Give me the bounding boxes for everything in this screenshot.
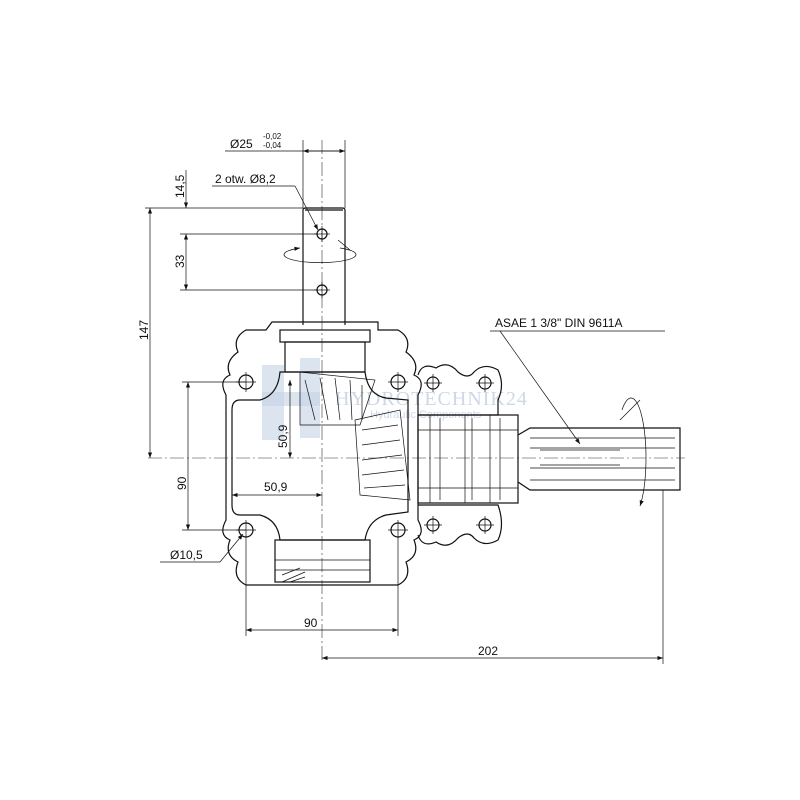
output-shaft [517, 397, 681, 507]
dim-50-9-horizontal-label: 50,9 [264, 480, 288, 494]
dim-33-label: 33 [173, 254, 187, 268]
watermark-logo: HYDROTECHNIK24 Hydraulic Components [262, 358, 528, 440]
shaft-tolerance-upper: -0,02 [263, 132, 282, 141]
dim-50-9-vertical-label: 50,9 [276, 424, 290, 448]
dimensions [145, 140, 665, 664]
shaft-tolerance-lower: -0,04 [263, 141, 282, 150]
output-housing [417, 364, 519, 546]
shaft-diameter-label: Ø25 [230, 137, 253, 151]
svg-text:HYDROTECHNIK24: HYDROTECHNIK24 [335, 388, 528, 410]
holes-note-label: 2 otw. Ø8,2 [215, 172, 276, 186]
dim-90-vertical-label: 90 [175, 476, 189, 490]
mount-hole-label: Ø10,5 [170, 548, 203, 562]
input-shaft [283, 207, 357, 325]
shaft-spec-label: ASAE 1 3/8" DIN 9611A [495, 316, 622, 330]
dim-147-label: 147 [137, 320, 151, 340]
dim-14-5-label: 14,5 [173, 174, 187, 198]
dim-90-horizontal-label: 90 [304, 616, 318, 630]
dim-202-label: 202 [478, 644, 498, 658]
